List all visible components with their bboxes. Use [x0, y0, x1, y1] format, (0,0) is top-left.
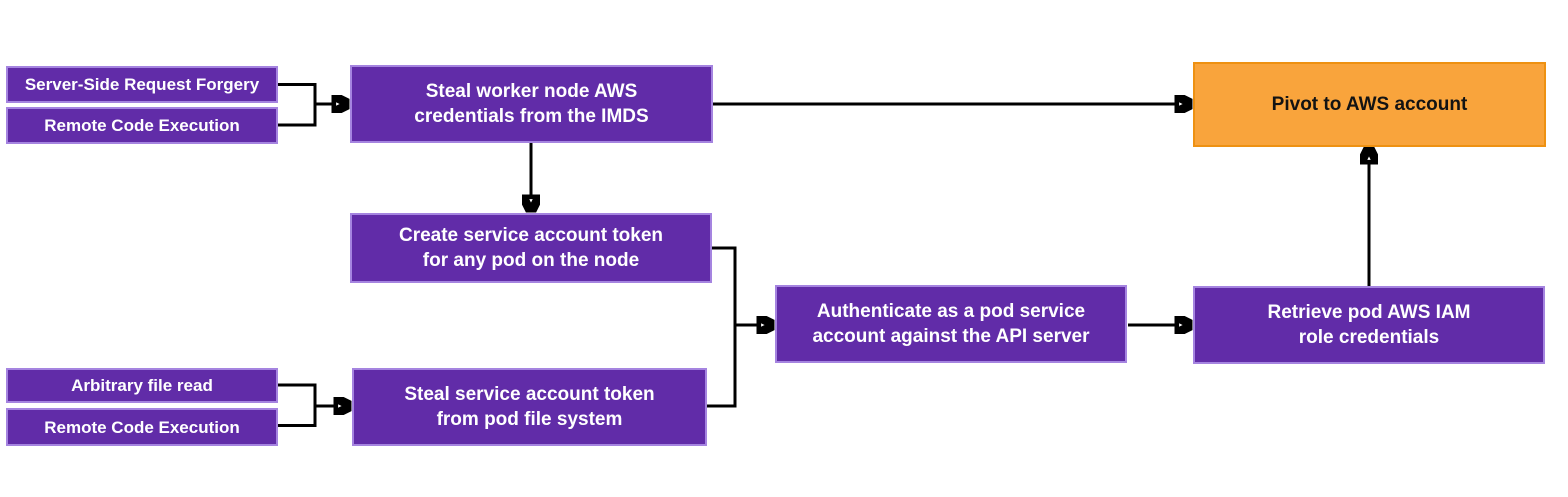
node-label: credentials from the IMDS — [414, 106, 649, 127]
node-file-read: Arbitrary file read — [6, 368, 278, 403]
node-label: Server-Side Request Forgery — [24, 75, 260, 94]
node-label: Pivot to AWS account — [1271, 94, 1468, 115]
edge-bracket-ssrf-rce — [278, 83, 317, 127]
node-auth-api: Authenticate as a pod service account ag… — [775, 285, 1127, 363]
node-steal-node-creds: Steal worker node AWS credentials from t… — [350, 65, 713, 143]
node-label: Steal worker node AWS — [425, 81, 638, 102]
node-label: account against the API server — [812, 326, 1090, 347]
node-create-token: Create service account token for any pod… — [350, 213, 712, 283]
node-retrieve-iam: Retrieve pod AWS IAM role credentials — [1193, 286, 1545, 364]
node-rce-bottom: Remote Code Execution — [6, 408, 278, 446]
node-ssrf: Server-Side Request Forgery — [6, 66, 278, 103]
node-label: Remote Code Execution — [44, 417, 240, 437]
node-label: Arbitrary file read — [71, 376, 213, 395]
node-label: Create service account token — [398, 225, 663, 246]
edge-bracket-fileread-rce — [278, 383, 317, 427]
node-label: Remote Code Execution — [44, 116, 240, 135]
node-label: Retrieve pod AWS IAM — [1267, 302, 1471, 323]
node-pivot-aws-account: Pivot to AWS account — [1193, 62, 1546, 147]
node-label: for any pod on the node — [422, 250, 640, 271]
node-label: Authenticate as a pod service — [816, 301, 1086, 322]
node-label: Steal service account token — [404, 384, 655, 405]
node-steal-pod-token: Steal service account token from pod fil… — [352, 368, 707, 446]
node-label: from pod file system — [436, 409, 623, 430]
node-label: role credentials — [1298, 327, 1440, 348]
node-rce-top: Remote Code Execution — [6, 107, 278, 144]
